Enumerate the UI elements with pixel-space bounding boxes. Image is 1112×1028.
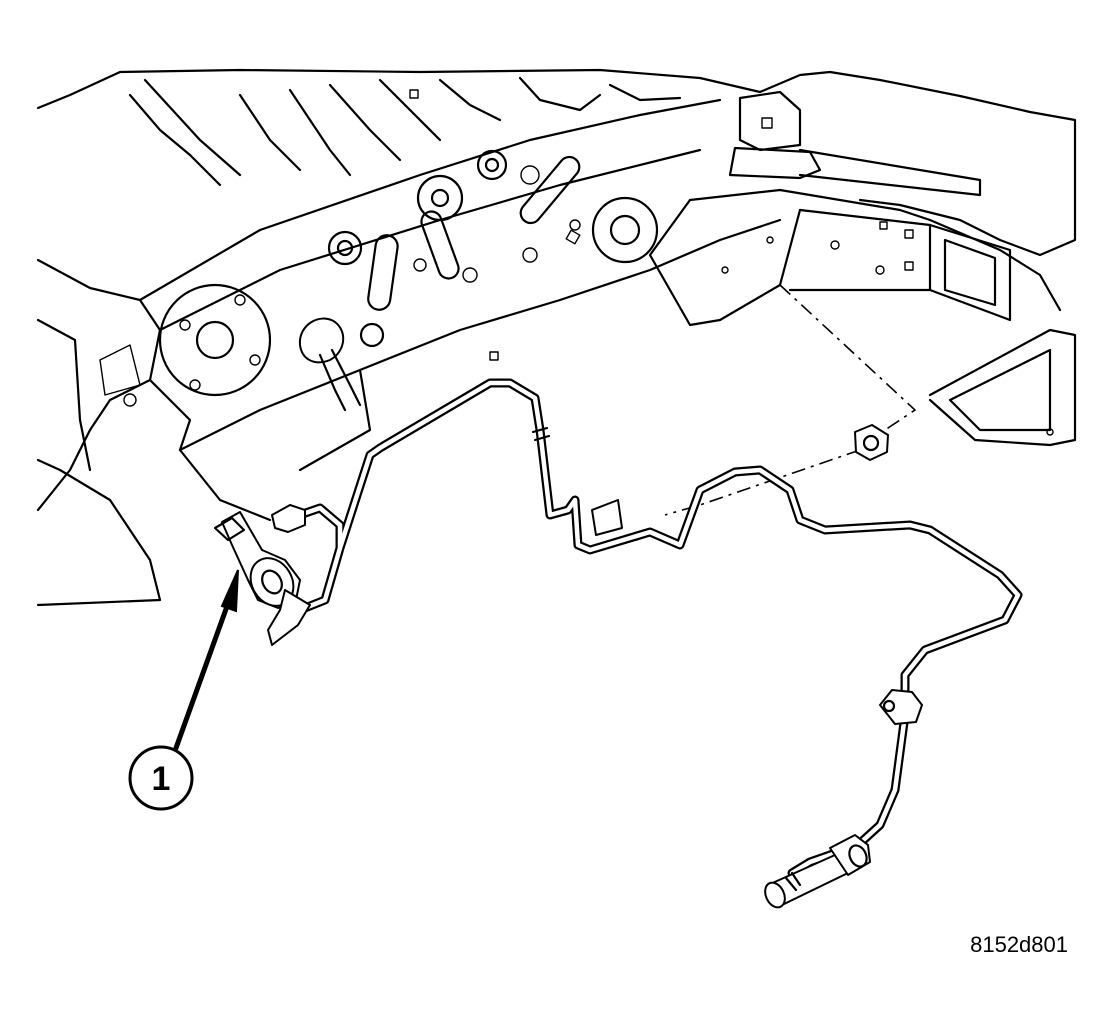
clutch-slave-cylinder — [764, 834, 871, 909]
firewall-panel — [36, 68, 1077, 607]
callout-leader-arrow — [173, 569, 239, 751]
callout-number: 1 — [152, 760, 171, 798]
figure-id: 8152d801 — [970, 932, 1068, 957]
callout-1: 1 — [128, 745, 194, 811]
line-retaining-clips — [591, 499, 923, 725]
reference-line — [664, 284, 917, 516]
hydraulic-clutch-line — [280, 378, 1023, 878]
frame-rail — [648, 90, 1077, 447]
clutch-master-cylinder — [213, 504, 311, 646]
mounting-nut — [854, 424, 889, 461]
